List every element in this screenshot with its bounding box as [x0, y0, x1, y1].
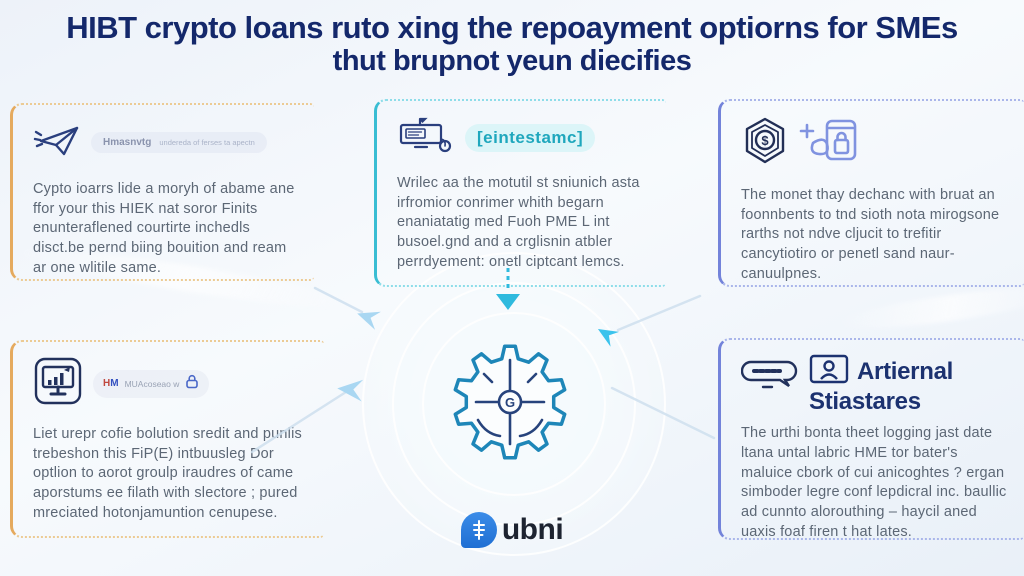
logo-text: ubni: [501, 513, 564, 546]
paper-plane-icon: [33, 119, 81, 166]
lock-icon: [185, 374, 199, 394]
mini-logo: HM: [103, 378, 119, 389]
panel-body-text: The monet thay dechanc with bruat an foo…: [741, 187, 1000, 282]
monitor-mouse-icon: [397, 115, 455, 160]
panel-bottom-right: Artiernal Stiastares The urthi bonta the…: [718, 338, 1024, 540]
bracket-badge: [eintestamc]: [465, 123, 596, 152]
chart-monitor-icon: [33, 356, 83, 411]
panel-top-center: [eintestamc] Wrilec aa the motutil st sn…: [374, 99, 666, 287]
panel-heading-line-1: Artiernal: [857, 357, 953, 385]
background-streak: [839, 279, 1024, 337]
panel-top-right: $ The monet thay dechanc with bruat an f…: [718, 99, 1024, 287]
panel-heading-line-2: Stiastares: [809, 388, 921, 415]
panel-body-text: Wrilec aa the motutil st sniunich asta i…: [397, 175, 640, 270]
pill-text: MUAcoseao w: [124, 378, 180, 389]
device-lock-icon: [799, 115, 861, 172]
faint-label-pill: Hmasnvtg undereda of ferses ta apectn: [91, 132, 267, 153]
title-line-2: thut brupnot yeun diecifies: [332, 44, 692, 77]
faint-label-pill: HM MUAcoseao w: [93, 369, 210, 398]
panel-body-text: The urthi bonta theet logging jast date …: [741, 425, 1007, 540]
gear-letter: G: [505, 395, 515, 410]
gear-icon: G: [453, 344, 567, 460]
panel-body-text: Liet urepr cofie bolution sredit and pun…: [33, 426, 302, 521]
pill-text: Hmasnvtg: [103, 137, 152, 148]
dollar-glyph: $: [761, 133, 769, 148]
panel-top-left: Hmasnvtg undereda of ferses ta apectn Cy…: [10, 103, 314, 281]
logo-icon: [460, 512, 497, 548]
brand-logo: ubni: [0, 512, 1024, 548]
page-title: HIBT crypto loans ruto xing the repoayme…: [0, 10, 1024, 78]
panel-body-text: Cypto ioarrs lide a moryh of abame ane f…: [33, 181, 295, 276]
shield-dollar-icon: $: [741, 116, 789, 171]
pill-hint-text: undereda of ferses ta apectn: [159, 138, 255, 147]
person-frame-icon: [809, 354, 849, 389]
capsule-bubble-icon: [740, 354, 799, 403]
title-line-1: HIBT crypto loans ruto xing the repoayme…: [66, 10, 958, 45]
panel-bottom-left: HM MUAcoseao w Liet urepr cofie bolution…: [10, 340, 324, 538]
